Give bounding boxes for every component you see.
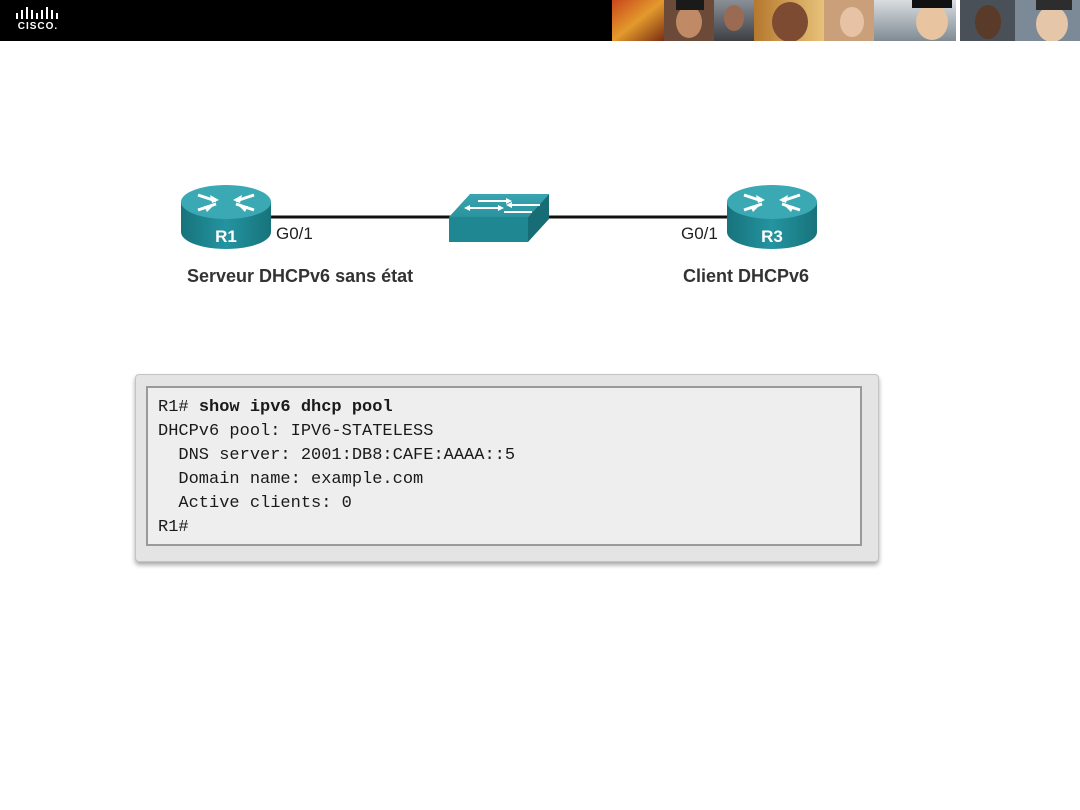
cli-output-line: R1# [158,518,189,537]
cli-prompt: R1# [158,398,189,417]
cli-output-line: Active clients: 0 [158,494,352,513]
r3-interface-label: G0/1 [681,224,718,243]
router-r1-label: R1 [215,227,237,246]
header-bar: CISCO. [0,0,1080,41]
r3-caption: Client DHCPv6 [683,266,810,286]
r1-interface-label: G0/1 [276,224,313,243]
r1-caption: Serveur DHCPv6 sans état [187,266,414,286]
cli-output-line: DHCPv6 pool: IPV6-STATELESS [158,422,434,441]
switch-icon[interactable] [449,194,549,242]
cisco-logo-icon [16,7,58,19]
cli-output-line: Domain name: example.com [158,470,424,489]
router-r3-icon[interactable] [727,185,817,249]
cli-output: R1# show ipv6 dhcp pool DHCPv6 pool: IPV… [146,386,862,546]
cli-output-line: DNS server: 2001:DB8:CAFE:AAAA::5 [158,446,516,465]
cli-command-line: R1# show ipv6 dhcp pool [158,396,860,420]
cli-command: show ipv6 dhcp pool [198,398,393,417]
cisco-logo-text: CISCO. [17,21,59,32]
cli-output-panel: R1# show ipv6 dhcp pool DHCPv6 pool: IPV… [135,374,879,562]
router-r1-icon[interactable] [181,185,271,249]
router-r3-label: R3 [761,227,783,246]
people-photo-strip [612,0,1080,41]
